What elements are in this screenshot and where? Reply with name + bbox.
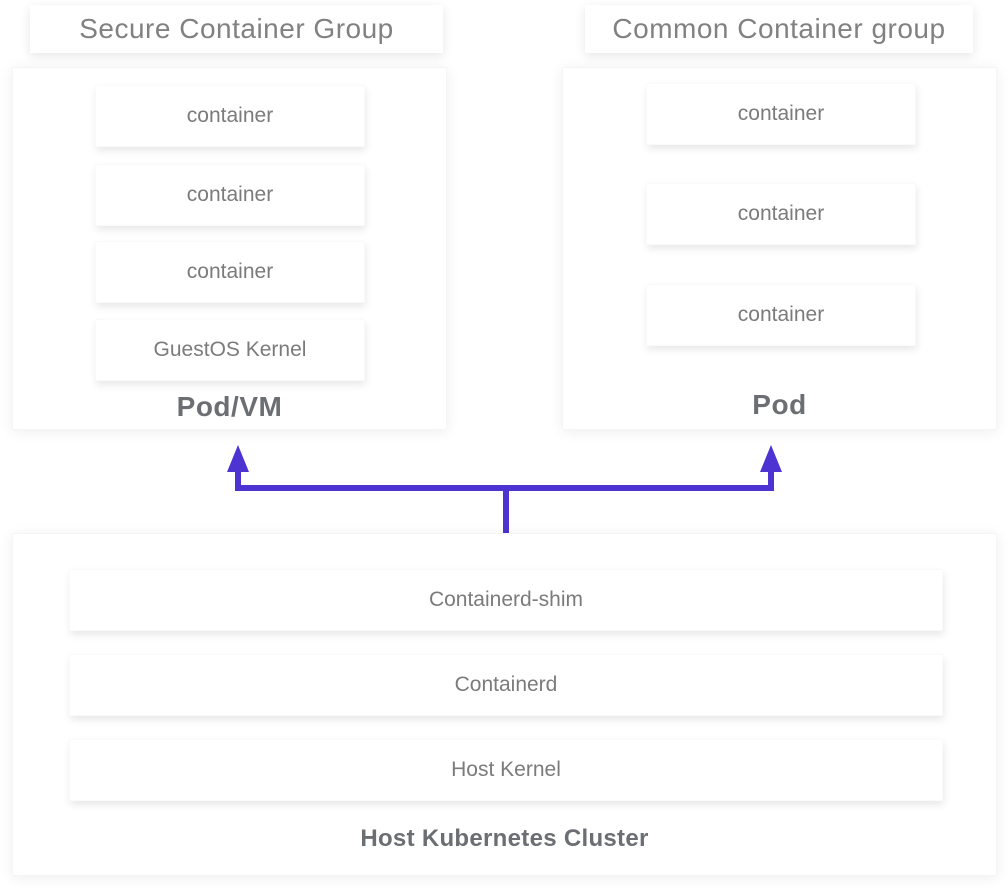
secure-group-title: Secure Container Group [30, 5, 443, 53]
common-group-panel: container container container Pod [562, 67, 997, 430]
host-cluster-label: Host Kubernetes Cluster [360, 825, 649, 852]
secure-group-panel: container container container GuestOS Ke… [12, 67, 447, 430]
host-cluster-panel: Containerd-shim Containerd Host Kernel H… [12, 533, 997, 876]
guestos-kernel-box: GuestOS Kernel [95, 319, 365, 381]
arrowhead-up-icon [760, 445, 782, 472]
branch-line [235, 469, 774, 491]
container-box: container [646, 284, 916, 346]
host-kernel-box: Host Kernel [69, 739, 943, 801]
containerd-shim-box: Containerd-shim [69, 569, 943, 631]
container-box: container [95, 241, 365, 303]
container-box: container [646, 183, 916, 245]
pod-vm-label: Pod/VM [176, 391, 283, 422]
common-group-title: Common Container group [585, 5, 973, 53]
container-box: container [646, 83, 916, 145]
containerd-box: Containerd [69, 654, 943, 716]
arrowhead-up-icon [227, 445, 249, 472]
container-box: container [95, 85, 365, 147]
container-box: container [95, 164, 365, 226]
pod-label: Pod [752, 389, 807, 420]
